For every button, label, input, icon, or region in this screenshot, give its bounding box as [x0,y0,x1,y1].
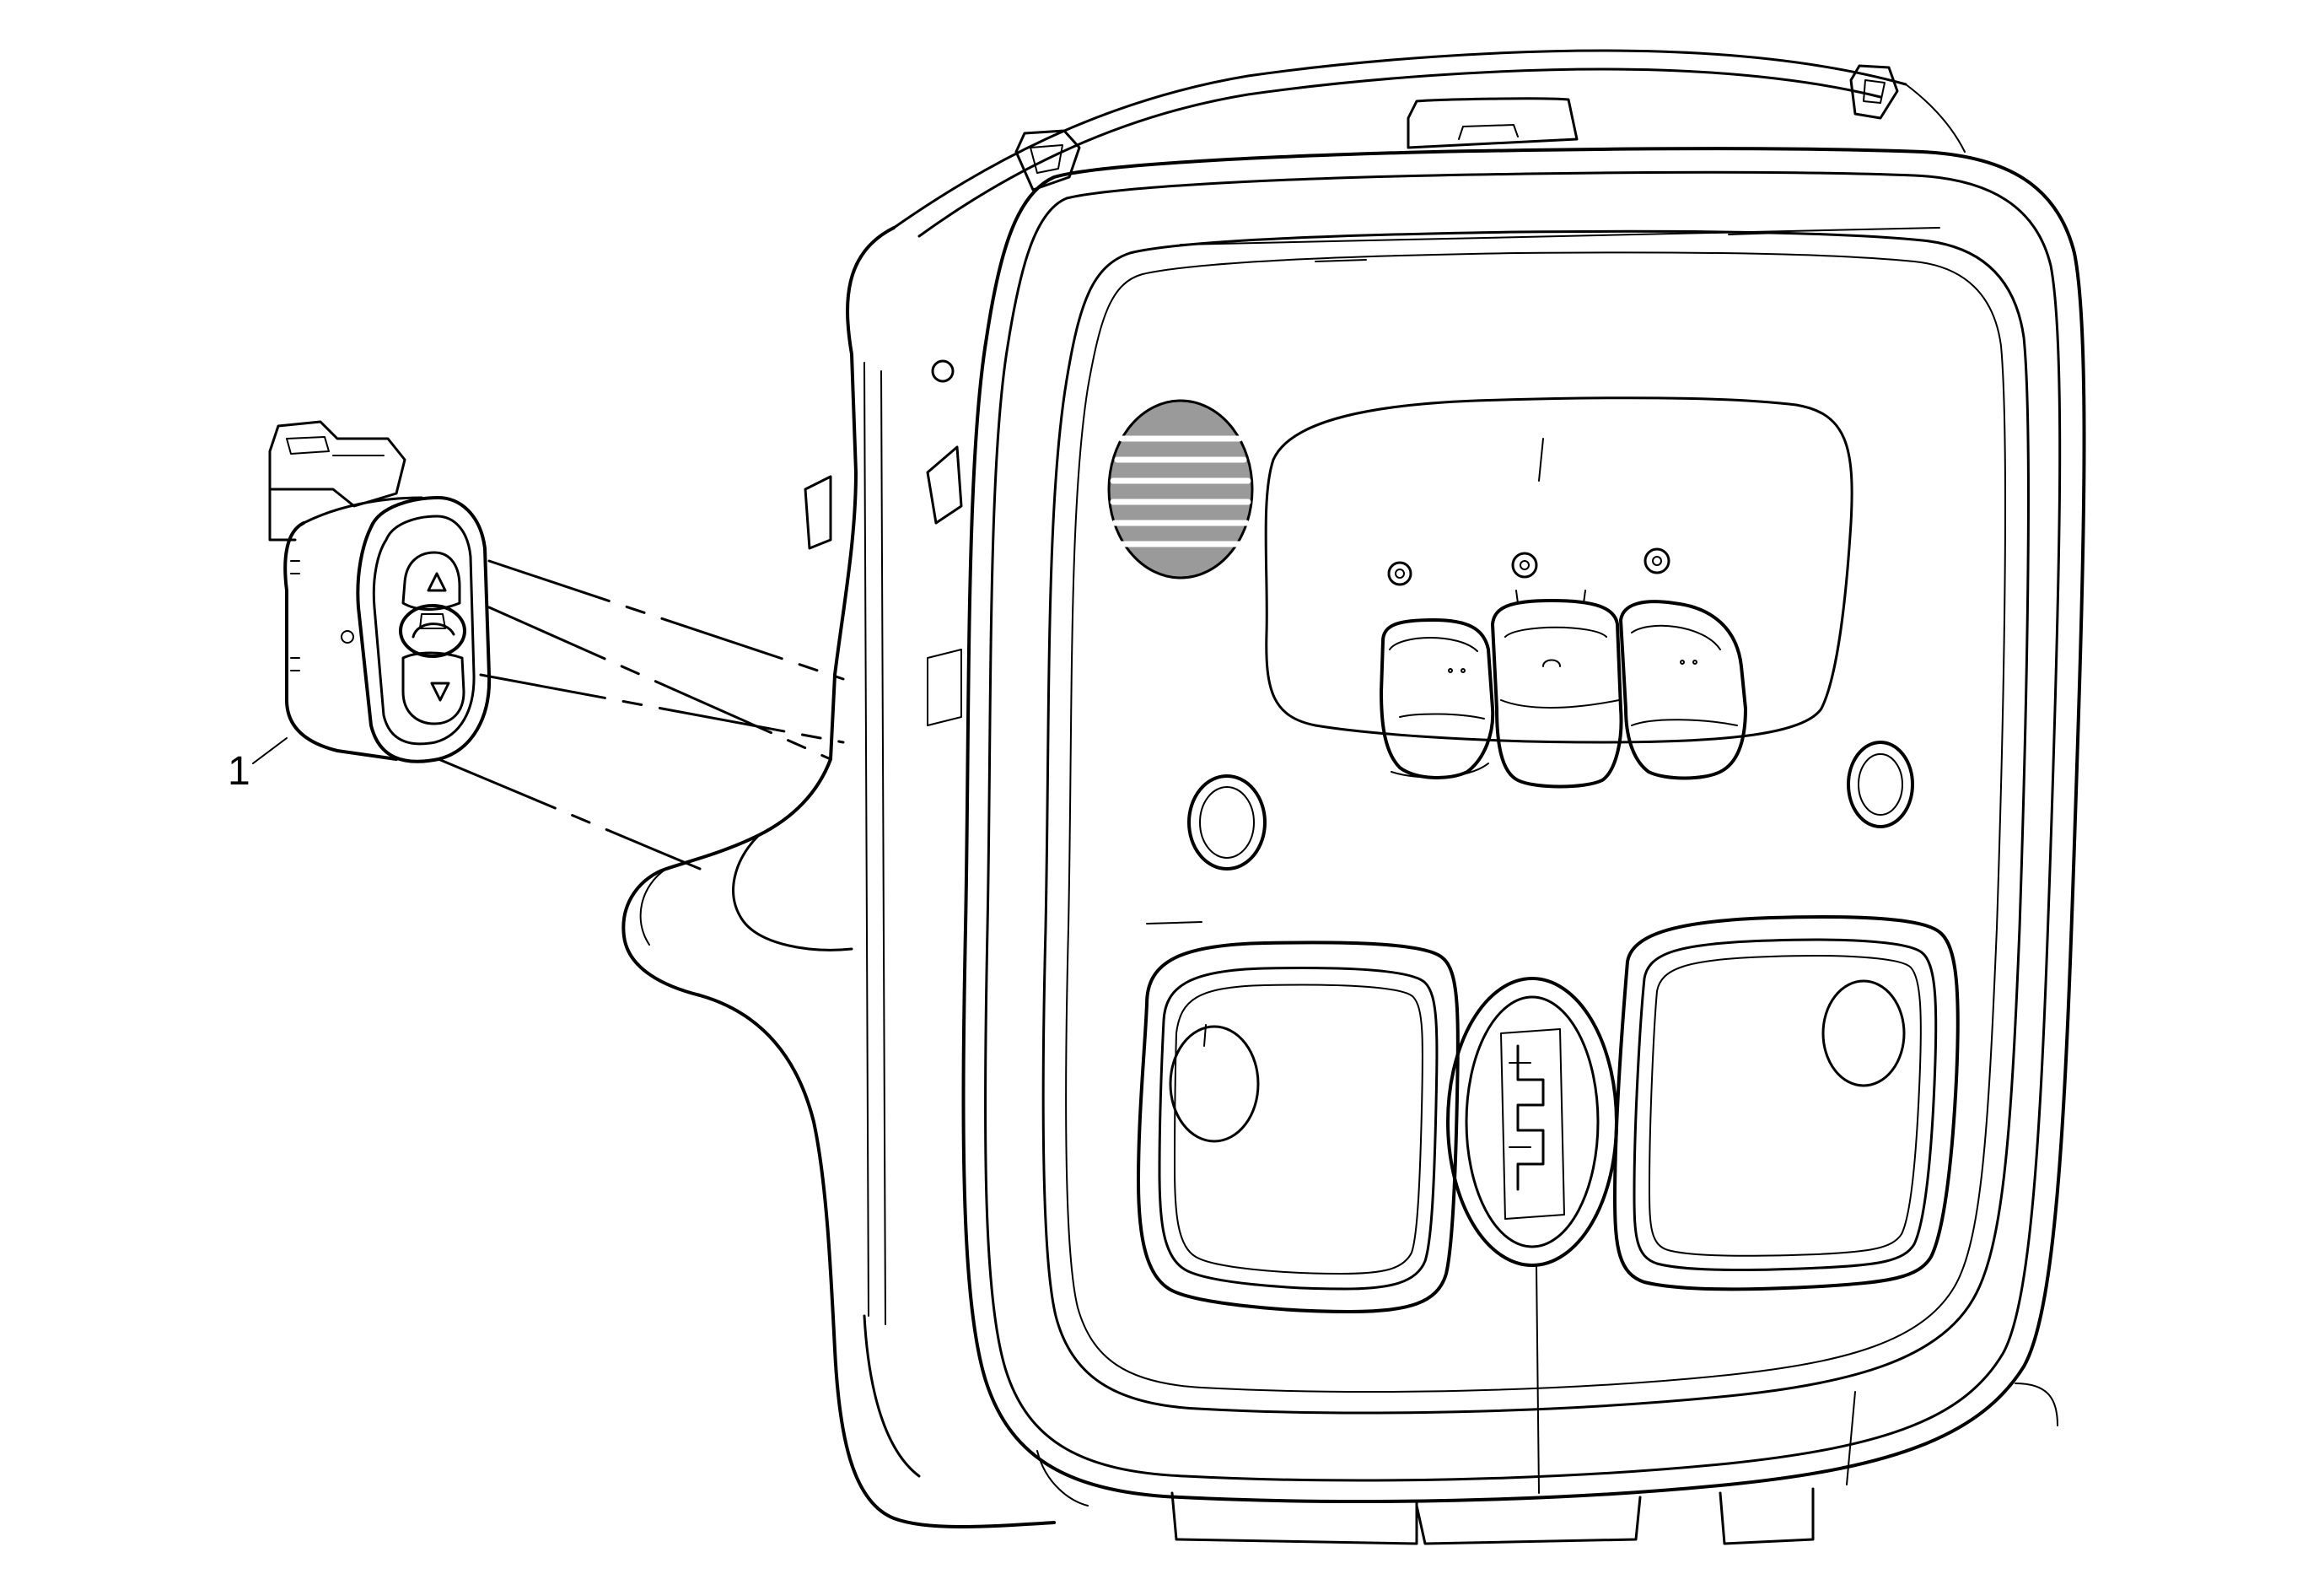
triangle-down-icon [430,682,450,702]
console-rear-housing [621,49,1966,1528]
triangle-up-icon [427,572,447,592]
sunroof-switch[interactable] [268,420,492,763]
map-lamp-lens-left [1137,941,1460,1313]
center-lamp-lens [1446,977,1618,1267]
reading-lamp-switch-left[interactable] [1380,618,1495,779]
screw-boss-right [1847,741,1914,828]
speaker-grille [1107,399,1254,579]
callout-1: 1 [228,737,288,794]
callout-1-label: 1 [228,749,250,794]
dome-lamp-switch-center[interactable] [1491,590,1623,789]
upper-lens-panel [1264,396,1853,744]
installation-path-lines [437,559,845,871]
reading-lamp-switch-right[interactable] [1619,600,1747,780]
map-lamp-lens-right [1613,914,1960,1291]
screw-boss-left [1187,774,1267,871]
console-bezel [961,147,2086,1545]
